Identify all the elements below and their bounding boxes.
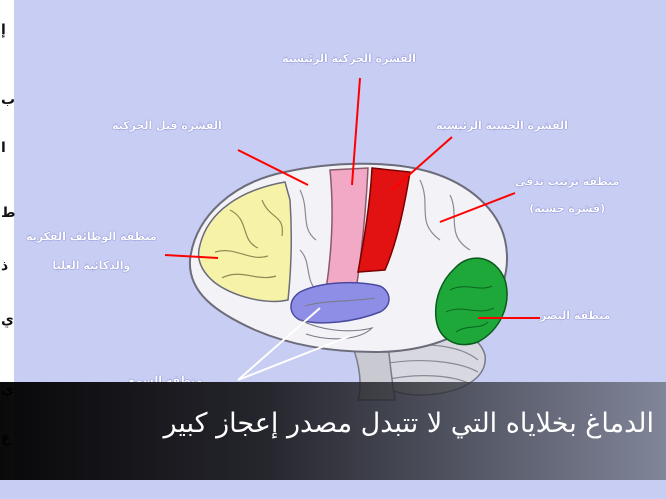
label-higher-functions: منطقة الوظائف الفكرية والذكائية العليا <box>26 230 157 272</box>
label-premotor-cortex: القشرة قبل الحركية <box>112 119 222 132</box>
edge-char-4: ط <box>1 205 16 221</box>
label-higher-functions-line-2: والذكائية العليا <box>26 259 157 272</box>
label-vision-area: منطقة البصر <box>540 309 611 322</box>
edge-char-5: ذ <box>1 258 8 274</box>
caption-text: الدماغ بخلاياه التي لا تتبدل مصدر إعجاز … <box>163 408 654 439</box>
label-higher-functions-line-1: منطقة الوظائف الفكرية <box>26 230 157 243</box>
edge-char-6: ي <box>1 312 14 328</box>
label-sensory-cortex: القشرة الحسية الرئيسية <box>436 119 568 132</box>
label-association-area: منطقة ترتيب تدقي (قشرة حسية) <box>515 175 619 215</box>
bottom-strip <box>0 480 666 499</box>
edge-char-2: ب <box>1 92 15 108</box>
edge-char-1: إ <box>1 22 6 38</box>
label-primary-motor-cortex: القشرة الحركية الرئيسية <box>282 52 416 65</box>
edge-char-3: ا <box>1 140 6 156</box>
label-association-line-1: منطقة ترتيب تدقي <box>515 175 619 188</box>
label-association-line-2: (قشرة حسية) <box>515 202 619 215</box>
